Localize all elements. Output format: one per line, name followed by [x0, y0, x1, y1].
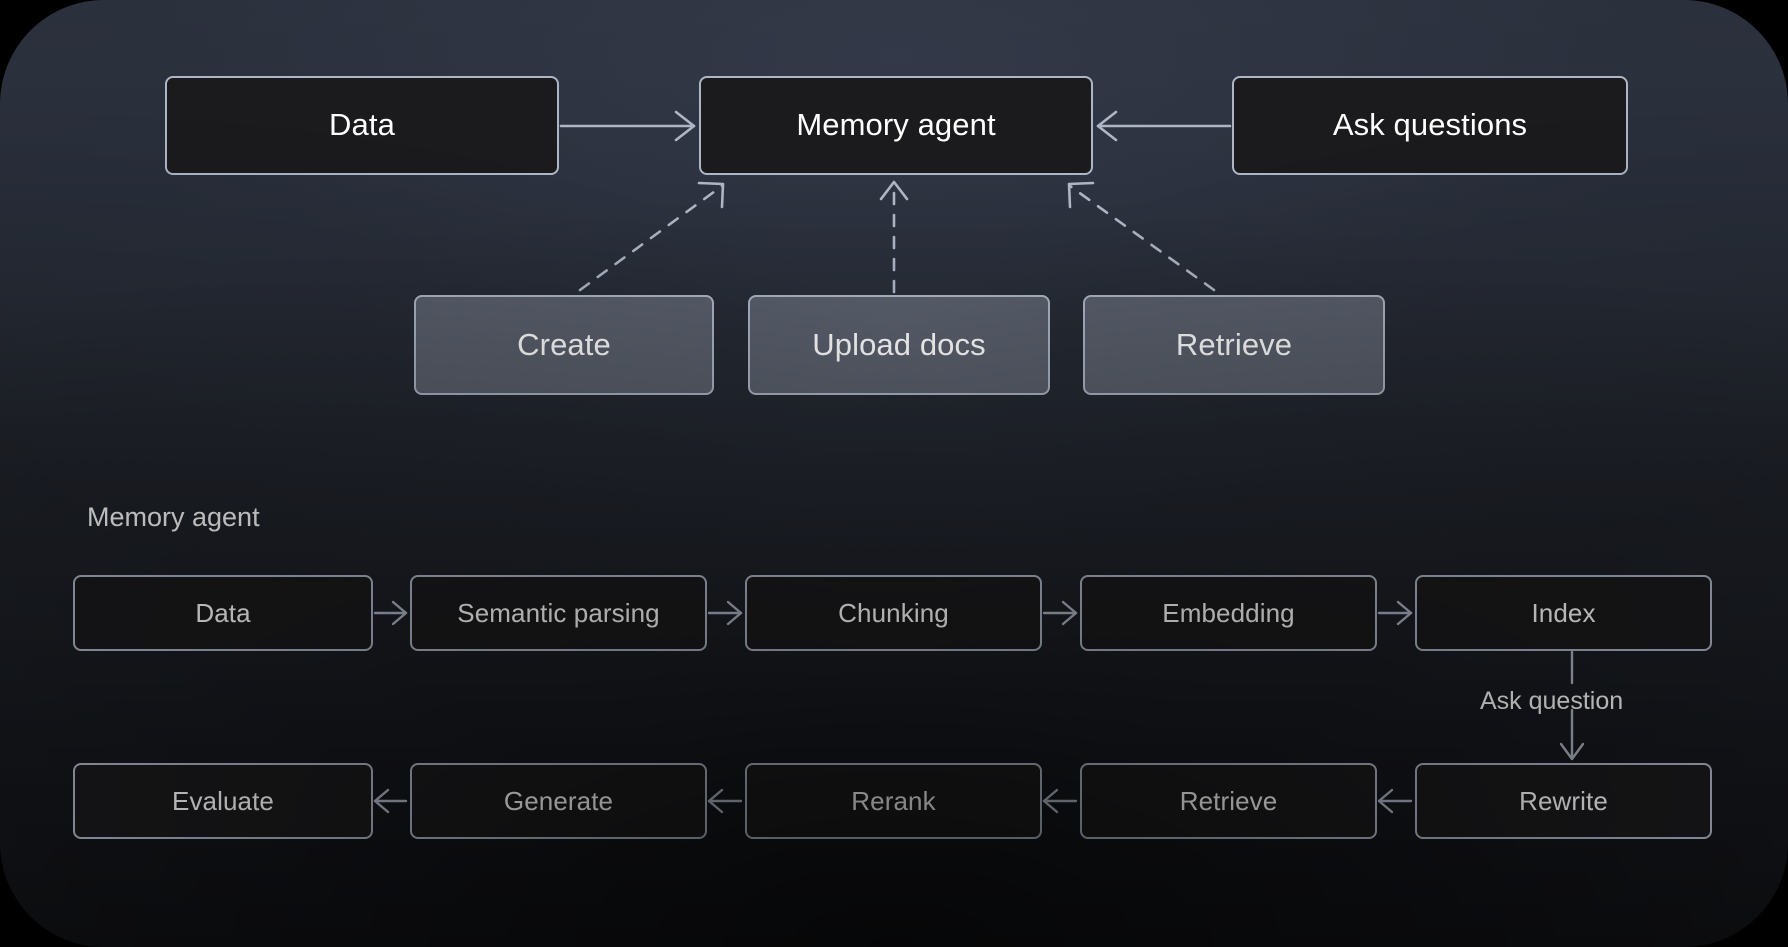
edge-data-to-semantic-parsing — [373, 600, 408, 626]
node-evaluate[interactable]: Evaluate — [73, 763, 373, 839]
node-label: Chunking — [838, 597, 949, 628]
edge-retrieve-to-memory-agent — [1067, 181, 1216, 292]
edge-create-to-memory-agent — [578, 181, 725, 292]
node-label: Ask questions — [1332, 107, 1528, 143]
node-label: Embedding — [1162, 597, 1295, 628]
node-label: Rerank — [851, 785, 936, 816]
edge-ask-questions-to-memory-agent — [1096, 110, 1232, 142]
node-rerank[interactable]: Rerank — [745, 763, 1042, 839]
edge-upload-docs-to-memory-agent — [879, 180, 909, 294]
edge-rerank-to-generate — [707, 788, 743, 814]
node-retrieve-pipeline[interactable]: Retrieve — [1080, 763, 1377, 839]
node-create[interactable]: Create — [414, 295, 714, 395]
edge-data-to-memory-agent — [559, 110, 696, 142]
node-label: Evaluate — [172, 785, 274, 816]
node-retrieve-overview[interactable]: Retrieve — [1083, 295, 1385, 395]
node-data-pipeline[interactable]: Data — [73, 575, 373, 651]
edge-chunking-to-embedding — [1042, 600, 1078, 626]
node-upload-docs[interactable]: Upload docs — [748, 295, 1050, 395]
edge-semantic-parsing-to-chunking — [707, 600, 743, 626]
node-label: Index — [1531, 597, 1596, 628]
edge-embedding-to-index — [1377, 600, 1413, 626]
node-generate[interactable]: Generate — [410, 763, 707, 839]
node-label: Data — [329, 107, 395, 143]
node-data-overview[interactable]: Data — [165, 76, 559, 175]
node-ask-questions[interactable]: Ask questions — [1232, 76, 1628, 175]
edge-label-ask-question: Ask question — [1480, 687, 1624, 715]
node-label: Retrieve — [1175, 326, 1293, 362]
node-semantic-parsing[interactable]: Semantic parsing — [410, 575, 707, 651]
edge-rewrite-to-retrieve — [1377, 788, 1413, 814]
node-chunking[interactable]: Chunking — [745, 575, 1042, 651]
node-label: Upload docs — [812, 326, 986, 362]
node-label: Retrieve — [1179, 785, 1278, 816]
node-label: Semantic parsing — [457, 597, 660, 628]
pipeline-section-title: Memory agent — [87, 502, 260, 532]
edge-retrieve-to-rerank — [1042, 788, 1078, 814]
node-label: Data — [195, 597, 251, 628]
node-label: Rewrite — [1519, 785, 1608, 816]
node-label: Create — [517, 326, 611, 362]
node-memory-agent[interactable]: Memory agent — [699, 76, 1093, 175]
node-embedding[interactable]: Embedding — [1080, 575, 1377, 651]
node-label: Generate — [503, 785, 614, 816]
node-rewrite[interactable]: Rewrite — [1415, 763, 1712, 839]
node-label: Memory agent — [796, 107, 996, 143]
node-index[interactable]: Index — [1415, 575, 1712, 651]
edge-generate-to-evaluate — [373, 788, 408, 814]
